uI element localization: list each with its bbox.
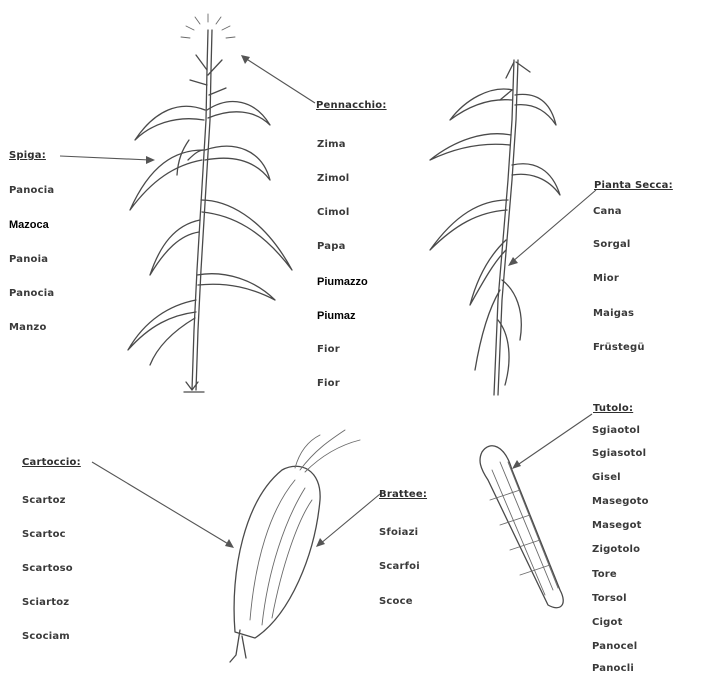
tutolo-title: Tutolo: xyxy=(593,403,633,414)
cob xyxy=(480,446,563,608)
brattee-item: Scoce xyxy=(379,596,413,607)
tutolo-item: Panocli xyxy=(592,663,634,674)
pennacchio-item: Piumazzo xyxy=(317,276,368,288)
spiga-item: Panocia xyxy=(9,185,54,196)
spiga-item: Mazoca xyxy=(9,219,49,231)
pennacchio-item: Piumaz xyxy=(317,310,356,322)
tutolo-item: Panocel xyxy=(592,641,637,652)
brattee-item: Sfoiazi xyxy=(379,527,418,538)
cartoccio-item: Scartoso xyxy=(22,563,73,574)
cartoccio-title: Cartoccio: xyxy=(22,457,81,468)
ear-in-husk xyxy=(230,430,360,662)
brattee-item: Scarfoi xyxy=(379,561,420,572)
pennacchio-item: Papa xyxy=(317,241,346,252)
pianta-secca-item: Sorgal xyxy=(593,239,631,250)
tutolo-item: Sgiasotol xyxy=(592,448,646,459)
tutolo-item: Zigotolo xyxy=(592,544,640,555)
spiga-title: Spiga: xyxy=(9,150,46,161)
pennacchio-item: Cimol xyxy=(317,207,349,218)
pianta-secca-title: Pianta Secca: xyxy=(594,180,673,191)
pennacchio-item: Fior xyxy=(317,344,340,355)
tutolo-item: Torsol xyxy=(592,593,627,604)
pennacchio-title: Pennacchio: xyxy=(316,100,387,111)
pianta-secca-item: Mior xyxy=(593,273,619,284)
left-maize-plant xyxy=(128,14,292,392)
tutolo-item: Tore xyxy=(592,569,617,580)
cartoccio-item: Scociam xyxy=(22,631,70,642)
pennacchio-item: Fior xyxy=(317,378,340,389)
spiga-item: Panocia xyxy=(9,288,54,299)
pennacchio-item: Zima xyxy=(317,139,346,150)
brattee-title: Brattee: xyxy=(379,489,427,500)
tutolo-item: Cigot xyxy=(592,617,623,628)
pennacchio-item: Zimol xyxy=(317,173,349,184)
right-dry-plant xyxy=(430,60,560,395)
cartoccio-item: Sciartoz xyxy=(22,597,69,608)
tutolo-item: Masegoto xyxy=(592,496,649,507)
pianta-secca-item: Maigas xyxy=(593,308,634,319)
tutolo-item: Masegot xyxy=(592,520,642,531)
cartoccio-item: Scartoz xyxy=(22,495,66,506)
spiga-item: Manzo xyxy=(9,322,47,333)
tutolo-item: Sgiaotol xyxy=(592,425,640,436)
tutolo-item: Gisel xyxy=(592,472,621,483)
cartoccio-item: Scartoc xyxy=(22,529,66,540)
pianta-secca-item: Cana xyxy=(593,206,622,217)
spiga-item: Panoia xyxy=(9,254,48,265)
pianta-secca-item: Früstegü xyxy=(593,342,645,353)
